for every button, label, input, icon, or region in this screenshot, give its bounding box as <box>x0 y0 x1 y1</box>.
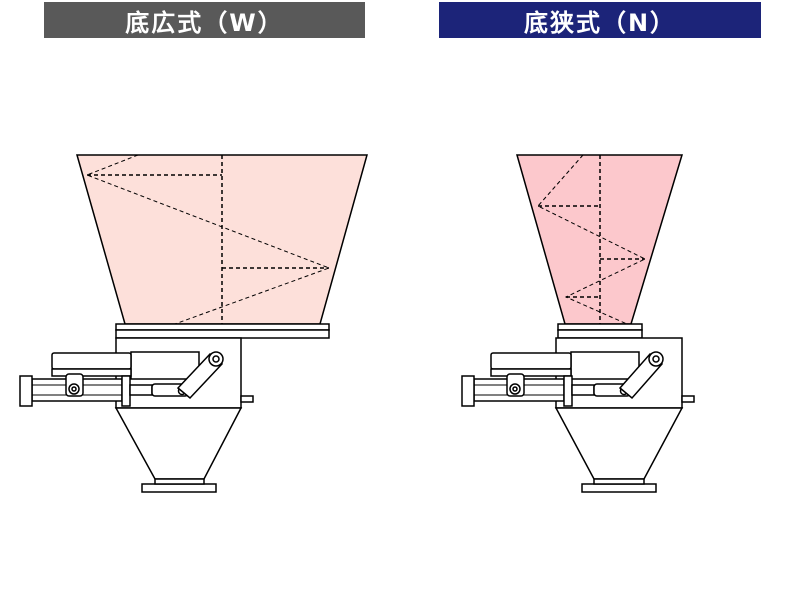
narrow-feeder <box>461 154 695 493</box>
wide-gate <box>130 351 200 380</box>
wide-top-flange <box>115 323 330 331</box>
wide-feeder <box>19 154 368 493</box>
wide-bottom-flange <box>141 483 217 493</box>
narrow-flow-lines <box>537 154 647 325</box>
wide-flow-lines <box>85 154 331 325</box>
title-wide-bottom-type: 底広式（W） <box>44 2 365 38</box>
narrow-bottom-flange <box>581 483 657 493</box>
narrow-gate <box>570 351 640 380</box>
title-narrow-bottom-type: 底狭式（N） <box>439 2 761 38</box>
narrow-top-flange <box>557 323 643 331</box>
wide-discharge-cone <box>114 407 243 480</box>
narrow-discharge-cone <box>554 407 684 480</box>
